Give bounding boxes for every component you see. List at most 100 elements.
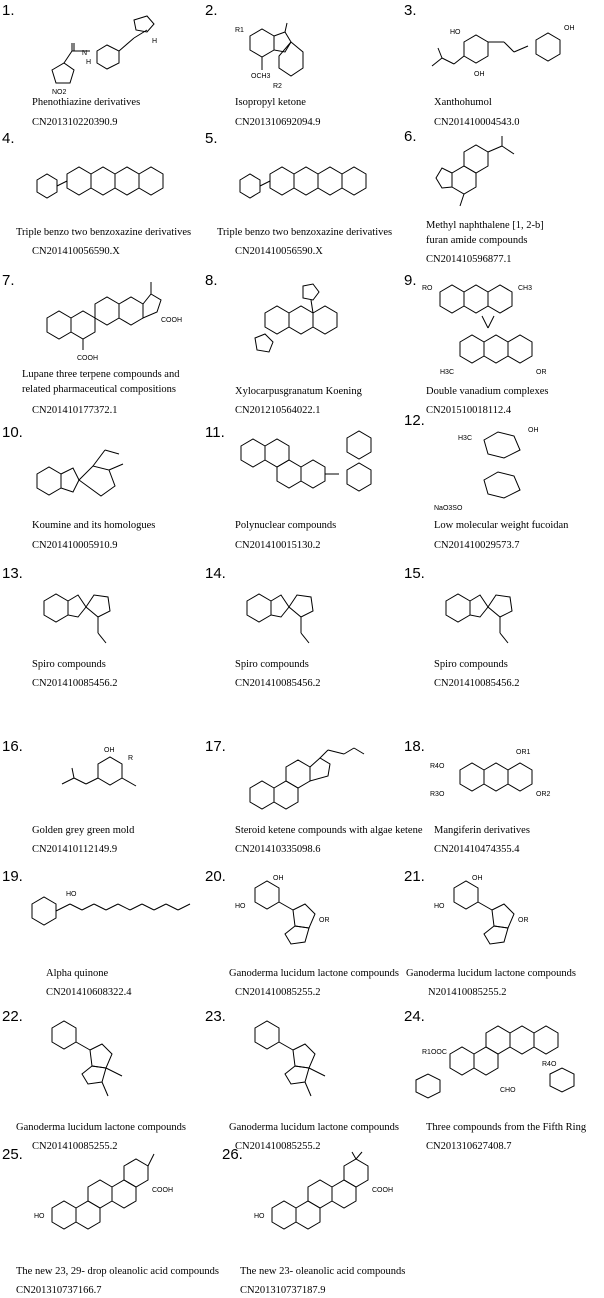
structure-drawing: R1 OCH3 R2 <box>225 8 385 98</box>
compound-name: Double vanadium complexes <box>426 386 549 397</box>
structure-drawing <box>225 278 385 373</box>
structure-drawing: OH HO OR <box>434 874 574 962</box>
structure-drawing: OH HO OR <box>235 874 375 962</box>
structure-drawing: N H H NO2 <box>22 8 182 98</box>
structure-drawing <box>30 571 160 651</box>
structure-drawing: OH R <box>42 744 172 816</box>
compound-number: 21. <box>404 868 425 885</box>
compound-17: 17. Steroid ketene compounds with algae … <box>205 738 422 868</box>
patent-number: CN201410056590.X <box>235 246 323 257</box>
patent-number: CN201410005910.9 <box>32 540 118 551</box>
svg-text:H3C: H3C <box>440 369 454 376</box>
structure-drawing <box>27 136 197 221</box>
compound-name: Triple benzo two benzoxazine derivatives <box>217 227 393 238</box>
compound-number: 17. <box>205 738 226 755</box>
svg-text:R3O: R3O <box>430 791 445 798</box>
compound-name: Triple benzo two benzoxazine derivatives <box>16 227 192 238</box>
compound-4: 4. Triple benzo two benzoxazine derivati… <box>2 130 202 260</box>
compound-number: 22. <box>2 1008 23 1025</box>
compound-16: 16. OH R Golden grey green mold CN201410… <box>2 738 202 868</box>
compound-13: 13. Spiro compounds CN201410085456.2 <box>2 565 202 695</box>
patent-number: CN201410112149.9 <box>32 844 118 855</box>
compound-26: 26. HO COOH The new 23- oleanolic acid c… <box>222 1146 422 1296</box>
compound-name: Three compounds from the Fifth Ring <box>426 1122 587 1133</box>
compound-name: Spiro compounds <box>32 659 106 670</box>
structure-drawing: HO COOH <box>252 1151 417 1252</box>
compound-number: 24. <box>404 1008 425 1025</box>
compound-number: 10. <box>2 424 23 441</box>
patent-number: CN201510018112.4 <box>426 405 512 416</box>
compound-6: 6. Methyl naphthalene [1, 2-b] furan ami… <box>404 128 604 265</box>
compound-name: Steroid ketene compounds with algae kete… <box>235 825 423 836</box>
compound-number: 19. <box>2 868 23 885</box>
svg-text:R4O: R4O <box>542 1061 557 1068</box>
compound-number: 9. <box>404 272 417 289</box>
patent-number: CN201410085456.2 <box>32 678 118 689</box>
compound-name: Spiro compounds <box>235 659 309 670</box>
compound-15: 15. Spiro compounds CN201410085456.2 <box>404 565 604 695</box>
svg-text:H: H <box>152 38 157 45</box>
patent-number: CN201410085255.2 <box>32 1141 118 1152</box>
svg-text:R2: R2 <box>273 83 282 90</box>
compound-number: 14. <box>205 565 226 582</box>
compound-name: Mangiferin derivatives <box>434 825 530 836</box>
svg-text:HO: HO <box>66 891 77 898</box>
svg-text:OR: OR <box>319 917 330 924</box>
svg-text:CHO: CHO <box>500 1087 516 1094</box>
compound-number: 4. <box>2 130 15 147</box>
compound-name: The new 23- oleanolic acid compounds <box>240 1266 406 1277</box>
compound-23: 23. Ganoderma lucidum lactone compounds … <box>205 1008 405 1152</box>
structure-drawing: HO <box>22 874 202 954</box>
svg-text:R1: R1 <box>235 27 244 34</box>
svg-text:OR2: OR2 <box>536 791 551 798</box>
compound-number: 3. <box>404 2 417 19</box>
compound-name: Golden grey green mold <box>32 825 135 836</box>
structure-drawing <box>32 1014 172 1109</box>
patent-number: CN201410056590.X <box>32 246 120 257</box>
compound-7: 7. COOH COOH Lupane three terpene compou… <box>2 272 202 416</box>
compound-2: 2. R1 OCH3 R2 Isopropyl ketone CN2013106… <box>205 2 405 132</box>
svg-text:OCH3: OCH3 <box>251 73 271 80</box>
compound-name: Xylocarpusgranatum Koening <box>235 386 362 397</box>
svg-text:COOH: COOH <box>77 355 98 362</box>
structure-drawing <box>27 430 187 515</box>
svg-text:NO2: NO2 <box>52 89 67 96</box>
patent-number: CN201410335098.6 <box>235 844 321 855</box>
compound-number: 23. <box>205 1008 226 1025</box>
compound-name: Methyl naphthalene [1, 2-b] furan amide … <box>426 220 544 246</box>
patent-number: CN201310627408.7 <box>426 1141 512 1152</box>
structure-drawing <box>223 430 393 515</box>
svg-text:HO: HO <box>434 903 445 910</box>
svg-text:HO: HO <box>235 903 246 910</box>
compound-number: 5. <box>205 130 218 147</box>
compound-1: 1. N H H NO2 Phenothiazine derivatives C… <box>2 2 202 132</box>
compound-19: 19. HO Alpha quinone CN201410608322.4 <box>2 868 202 998</box>
compound-number: 12. <box>404 412 425 429</box>
patent-number: CN201410474355.4 <box>434 844 520 855</box>
svg-text:N: N <box>82 50 87 57</box>
svg-text:OH: OH <box>528 427 539 434</box>
compound-number: 8. <box>205 272 218 289</box>
compound-11: 11. Polynuclear compounds CN201410015130… <box>205 424 405 554</box>
svg-text:H: H <box>86 59 91 66</box>
structure-drawing <box>235 1014 375 1109</box>
patent-number: CN201410029573.7 <box>434 540 520 551</box>
svg-text:CH3: CH3 <box>518 285 532 292</box>
svg-text:OR: OR <box>536 369 547 376</box>
patent-number: CN201410596877.1 <box>426 254 512 265</box>
patent-number: CN201410004543.0 <box>434 117 520 128</box>
structure-drawing: R1OOC R4O CHO <box>400 1014 604 1109</box>
structure-drawing: HO OH OH <box>414 8 594 98</box>
patent-number: CN201210564022.1 <box>235 405 321 416</box>
svg-text:OH: OH <box>564 25 575 32</box>
patent-number: CN201410015130.2 <box>235 540 321 551</box>
compound-name: Ganoderma lucidum lactone compounds <box>16 1122 186 1133</box>
compound-name: Low molecular weight fucoidan <box>434 520 569 531</box>
compound-number: 25. <box>2 1146 23 1163</box>
compound-name: Koumine and its homologues <box>32 520 156 531</box>
compound-name: The new 23, 29- drop oleanolic acid comp… <box>16 1266 219 1277</box>
svg-text:HO: HO <box>450 29 461 36</box>
structure-drawing <box>240 744 400 816</box>
patent-number: CN201310692094.9 <box>235 117 321 128</box>
svg-text:OH: OH <box>472 875 483 882</box>
